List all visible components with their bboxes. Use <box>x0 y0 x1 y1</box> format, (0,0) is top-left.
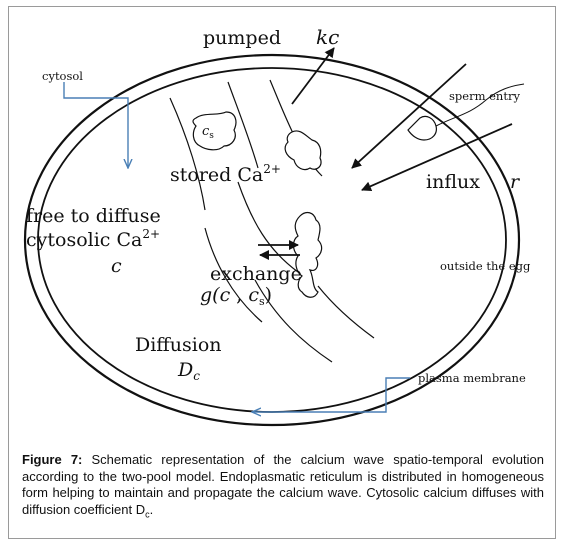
sperm-tail <box>435 83 525 127</box>
caption-text: Schematic representation of the calcium … <box>22 452 544 517</box>
figure-caption: Figure 7: Schematic representation of th… <box>22 452 544 523</box>
exchange-label: exchange <box>210 263 302 285</box>
plasma-membrane-label: plasma membrane <box>418 371 526 385</box>
er-line-4 <box>237 181 299 273</box>
diffusion-label: Diffusion <box>135 334 222 356</box>
er-blob-stored <box>192 111 237 151</box>
outside-egg-label: outside the egg <box>440 259 531 273</box>
diffusion-symbol-label: Dc <box>177 359 200 383</box>
er-line-1 <box>169 97 206 211</box>
cs-label: cs <box>202 124 214 141</box>
free-to-diffuse-label: free to diffuse <box>26 205 161 227</box>
influx-rate-label: r <box>510 171 521 193</box>
cytosol-pointer-arrow <box>63 82 128 168</box>
plasma-membrane-outer <box>23 53 521 427</box>
figure-number: Figure 7: <box>22 452 83 467</box>
stored-ca-label: stored Ca2+ <box>170 162 281 186</box>
exchange-function-label: g(c , cs) <box>200 284 272 308</box>
influx-label: influx <box>426 171 480 193</box>
pumped-label: pumped <box>203 27 281 49</box>
er-line-3 <box>227 81 259 169</box>
er-line-7 <box>317 285 375 339</box>
influx-arrow <box>361 123 513 191</box>
er-line-5 <box>254 279 333 363</box>
caption-text-end: . <box>149 501 154 517</box>
er-blob-upper <box>284 130 322 171</box>
pumped-rate-label: kc <box>316 25 339 49</box>
er-line-2 <box>204 227 263 323</box>
sperm-entry-arrow <box>351 63 467 169</box>
figure-frame <box>8 6 556 539</box>
cytosolic-ca-label: cytosolic Ca2+ <box>26 227 160 251</box>
free-var-label: c <box>111 255 122 277</box>
sperm-entry-label: sperm entry <box>449 89 520 103</box>
cytosol-label: cytosol <box>42 69 83 83</box>
sperm-icon <box>407 115 437 141</box>
plasma-membrane-pointer-arrow <box>252 377 410 412</box>
pumped-arrow <box>291 47 335 105</box>
caption-text-sub: c <box>145 509 150 520</box>
